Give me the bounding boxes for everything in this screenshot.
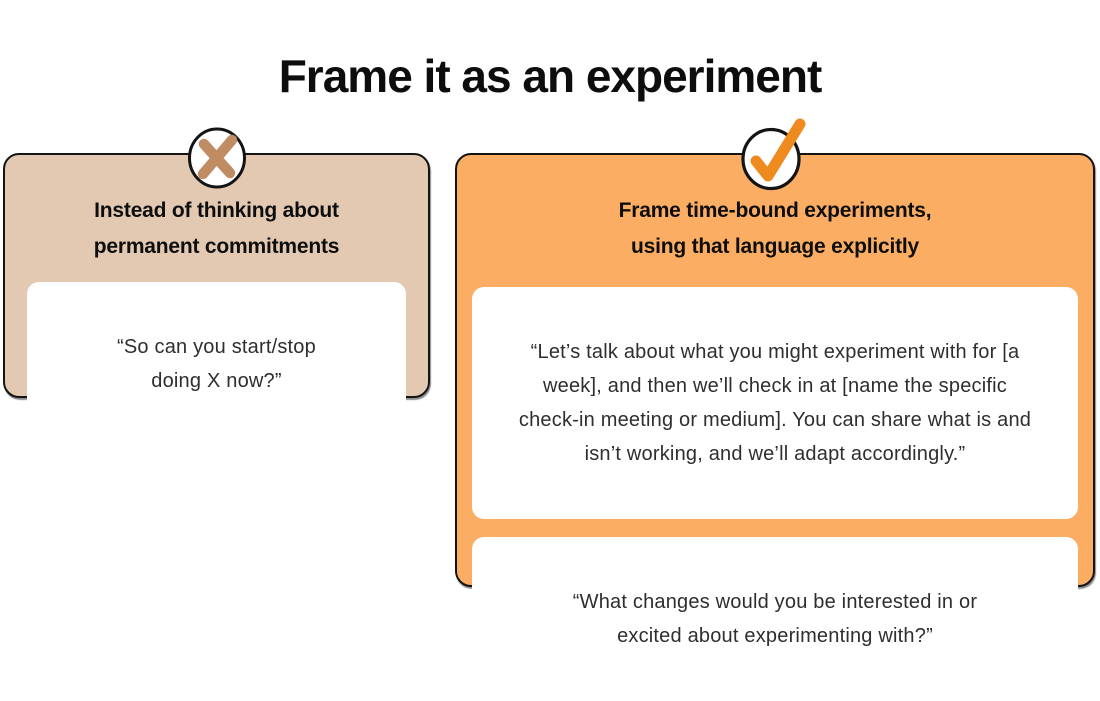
cross-icon [187,127,246,189]
quote-text: “What changes would you be interested in… [572,591,978,647]
page-title: Frame it as an experiment [278,50,823,102]
dont-panel-heading: Instead of thinking about permanent comm… [93,199,340,258]
quote-text: “So can you start/stop doing X now?” [117,336,316,392]
quote-card: “So can you start/stop doing X now?” [27,282,406,446]
do-panel-heading: Frame time-bound experiments, using that… [618,199,932,258]
do-panel: Frame time-bound experiments, using that… [455,118,1095,701]
cross-badge [186,123,248,189]
quote-card: “What changes would you be interested in… [472,537,1078,701]
check-badge [740,116,810,192]
quote-card: “Let’s talk about what you might experim… [472,287,1078,519]
check-icon [741,118,806,191]
quote-text: “Let’s talk about what you might experim… [518,341,1032,465]
dont-panel: Instead of thinking about permanent comm… [3,127,430,446]
